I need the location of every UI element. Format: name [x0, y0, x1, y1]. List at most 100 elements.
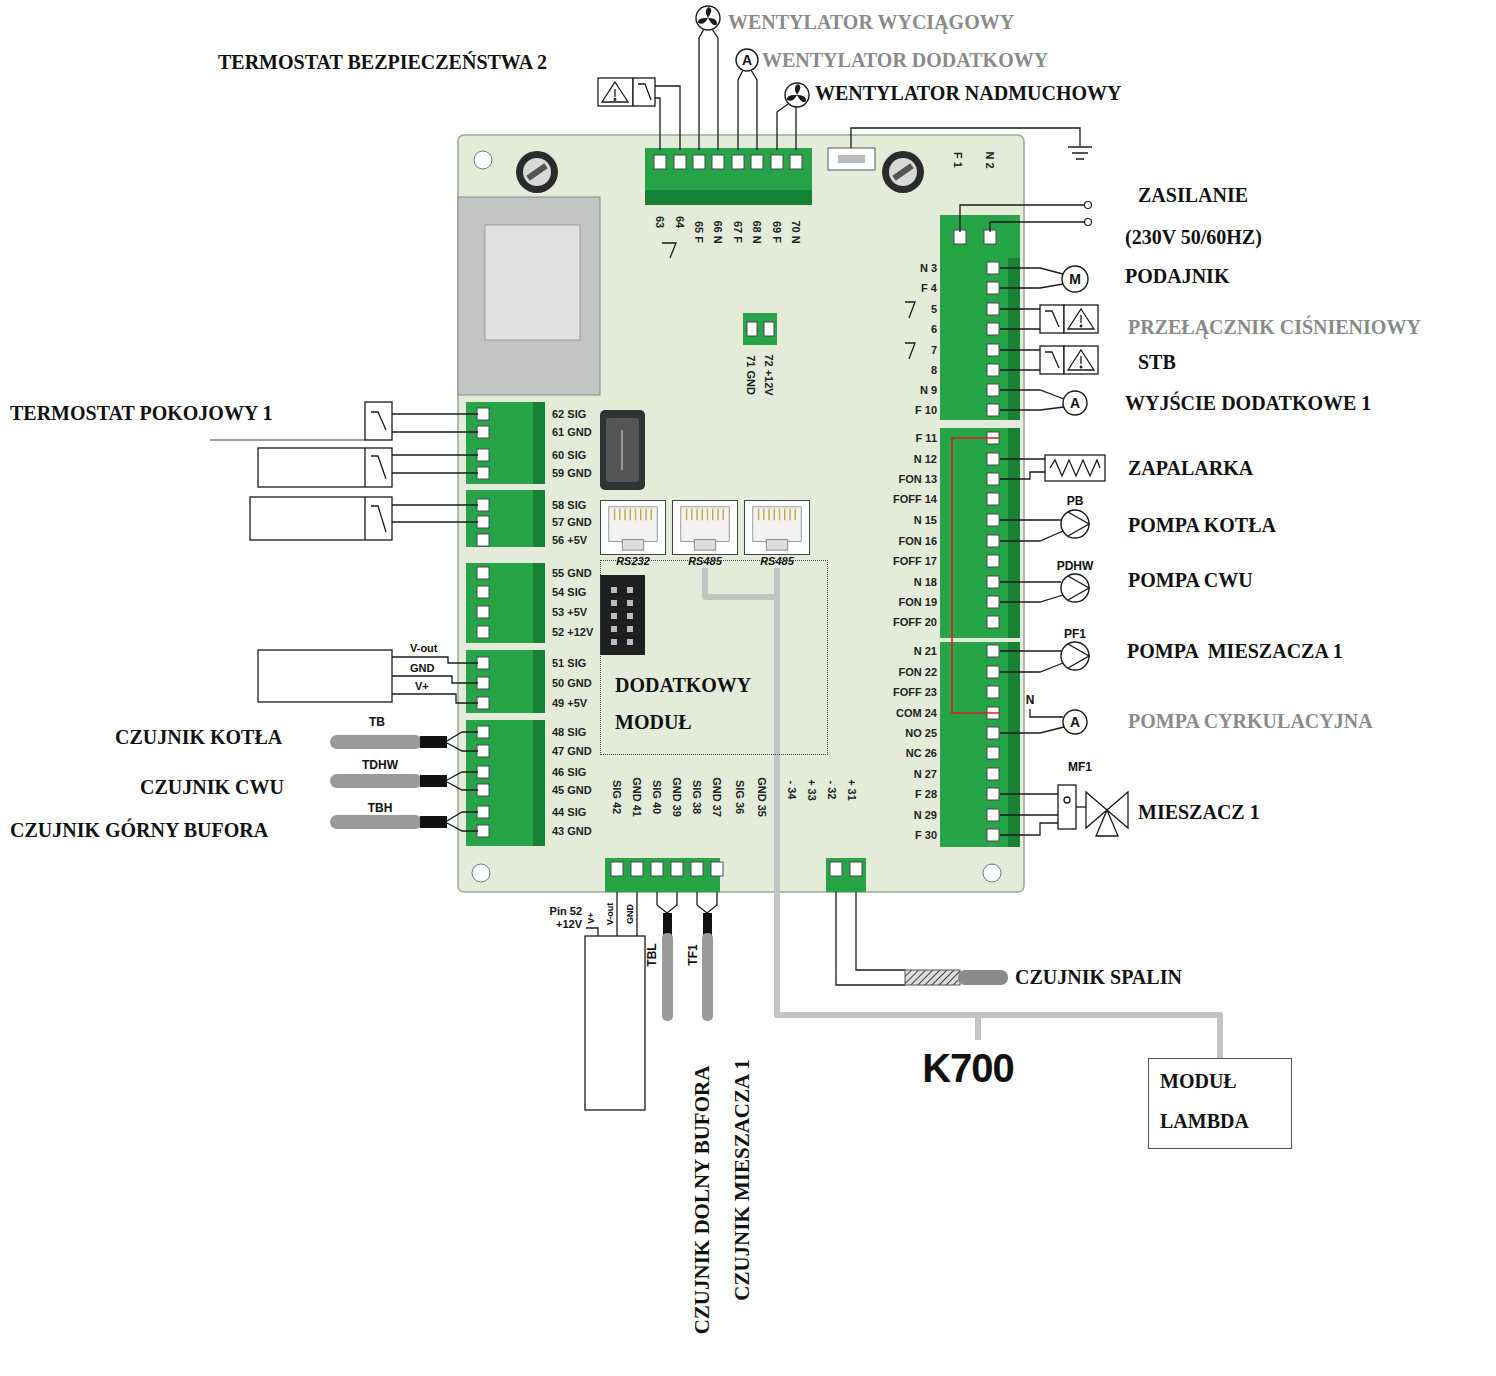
port-drawing: [723, 509, 724, 521]
terminal-pin: [477, 677, 489, 689]
pin-label: COM 24: [896, 707, 937, 719]
symbol-letter: A: [742, 52, 752, 68]
terminal-pin: [850, 862, 862, 876]
terminal-pin: [984, 230, 996, 244]
pin-label: FOFF 17: [893, 555, 937, 567]
temperature-sensor: [905, 970, 960, 985]
ground-symbol: [1076, 158, 1084, 160]
temperature-sensor: [703, 913, 712, 935]
mixing-valve: [1076, 806, 1086, 807]
port-drawing: [673, 501, 737, 554]
part-label: WYJŚCIE DODATKOWE 1: [1125, 392, 1371, 415]
wire: [392, 29, 1084, 985]
module-area: DODATKOWY MODUŁ: [600, 560, 828, 755]
ribbon-connector: [611, 600, 617, 606]
port-drawing: [789, 509, 790, 521]
port-drawing: [691, 509, 692, 521]
node-label: RS485: [685, 555, 725, 568]
terminal-pin: [954, 230, 966, 244]
safety-symbol: [1040, 305, 1064, 333]
wire: [447, 812, 478, 831]
port-connector: RS485: [672, 500, 738, 555]
igniter-symbol: [1045, 455, 1105, 481]
part-label: CZUJNIK SPALIN: [1015, 966, 1182, 989]
port-drawing: [681, 507, 729, 542]
terminal-pin: [987, 364, 999, 376]
terminal-pin: [987, 666, 999, 678]
terminal-pin: [987, 514, 999, 526]
terminal-block: [533, 720, 545, 846]
pin-note: Pin 52 +12V: [536, 905, 582, 931]
pin-label: N 29: [914, 809, 937, 821]
pin-label: SIG 36: [734, 780, 746, 814]
terminal-block: [1008, 642, 1020, 847]
port-drawing: [768, 509, 769, 521]
pump-symbol: [1068, 576, 1089, 600]
thermostat-box: [250, 402, 645, 1110]
fan-symbol: [706, 16, 718, 26]
igniter-symbol: [1045, 455, 1105, 481]
pin-label: F 1: [952, 152, 964, 168]
terminal-block: [533, 490, 545, 547]
signal-name: V-out: [605, 903, 615, 926]
igniter-symbol: [1050, 460, 1100, 476]
terminal-pin: [987, 473, 999, 485]
ribbon-connector: [627, 626, 633, 632]
safety-symbol: [1064, 305, 1098, 333]
port-drawing: [640, 509, 641, 521]
signal-name: N: [1026, 693, 1035, 707]
temperature-sensor: [330, 774, 422, 788]
wire: [655, 86, 680, 150]
pin-label: GND 37: [711, 777, 723, 817]
node-label: RS232: [613, 555, 653, 568]
ribbon-connector: [611, 639, 617, 645]
temperature-sensor: [420, 816, 447, 828]
terminal-pin: [477, 499, 489, 511]
pin-label: N 12: [914, 453, 937, 465]
controller-board: [474, 151, 492, 169]
terminal-pin: [987, 727, 999, 739]
module-box: MODUŁ LAMBDA: [1148, 1058, 1292, 1149]
wire: [392, 455, 478, 473]
port-drawing: [696, 509, 697, 521]
part-label: CZUJNIK MIESZACZA 1: [730, 1059, 755, 1301]
port-drawing: [609, 507, 657, 542]
pin-label: 59 GND: [552, 467, 592, 479]
node-label: DODATKOWY MODUŁ: [615, 667, 765, 741]
pin-label: 53 +5V: [552, 606, 587, 618]
part-label: WENTYLATOR NADMUCHOWY: [815, 82, 1122, 105]
pin-label: 57 GND: [552, 516, 592, 528]
pin-label: FON 13: [898, 473, 937, 485]
signal-name: TBH: [368, 801, 393, 815]
pin-label: 67 F: [732, 221, 744, 243]
pin-label: 49 +5V: [552, 697, 587, 709]
safety-symbol: [1040, 346, 1064, 374]
pin-label: 64: [674, 216, 686, 228]
ribbon-connector: [611, 626, 617, 632]
pin-label: 54 SIG: [552, 586, 586, 598]
node-label: RS485: [757, 555, 797, 568]
pin-label: 70 N: [790, 220, 802, 243]
fuse: [889, 158, 917, 186]
pin-label: + 33: [806, 779, 818, 801]
pin-label: FOFF 14: [893, 493, 937, 505]
pin-label: N 15: [914, 514, 937, 526]
temperature-sensor: [663, 913, 672, 935]
pin-label: F 10: [915, 404, 937, 416]
mixing-valve: [1096, 810, 1118, 836]
controller-board: [458, 135, 1024, 892]
pin-label: FON 19: [898, 596, 937, 608]
terminal-pin: [987, 596, 999, 608]
terminal-pin: [477, 426, 489, 438]
port-drawing: [601, 501, 665, 554]
pin-label: GND 41: [631, 777, 643, 817]
pin-label: 56 +5V: [552, 534, 587, 546]
pin-label: SIG 42: [611, 780, 623, 814]
terminal-pin: [631, 862, 643, 876]
wire: [1000, 651, 1063, 672]
pin-label: 55 GND: [552, 567, 592, 579]
pin-label: 8: [931, 364, 937, 376]
signal-name: PF1: [1064, 627, 1086, 641]
pin-label: 5: [931, 303, 937, 315]
pin-label: 61 GND: [552, 426, 592, 438]
